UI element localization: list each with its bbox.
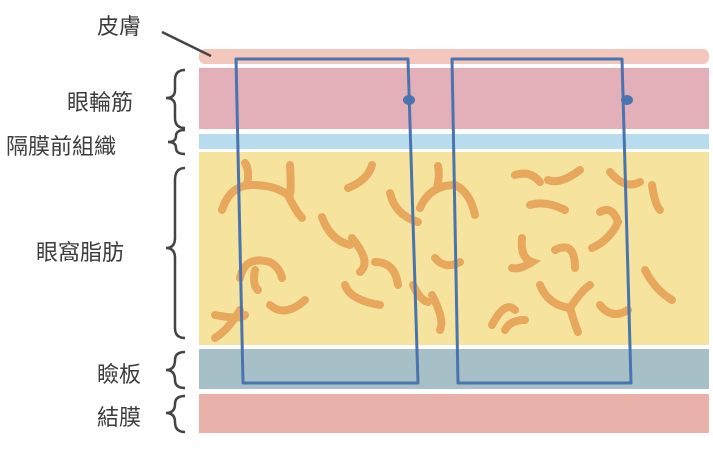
label-skin: 皮膚 [97, 15, 142, 40]
label-orbicularis: 眼輪筋 [67, 91, 134, 116]
skin-layer [199, 49, 709, 64]
label-orbital-fat: 眼窩脂肪 [36, 241, 125, 266]
label-tarsus: 瞼板 [97, 363, 142, 388]
suture-loops [234, 57, 633, 385]
label-preseptal: 隔膜前組織 [6, 135, 117, 160]
label-leaders [161, 30, 212, 434]
conjunctiva-layer [199, 394, 709, 433]
label-conjunctiva: 結膜 [97, 406, 142, 431]
suture-knots [403, 95, 633, 105]
fat-blobs [211, 159, 676, 342]
